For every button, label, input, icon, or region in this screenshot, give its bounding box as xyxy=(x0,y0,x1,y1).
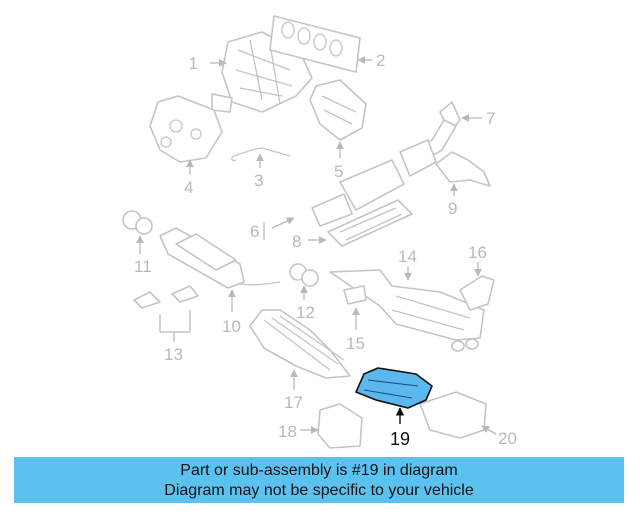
part-12-clamp: 12 xyxy=(289,263,319,322)
callout-16: 16 xyxy=(468,243,487,262)
banner-line-2: Diagram may not be specific to your vehi… xyxy=(164,482,474,499)
callout-5: 5 xyxy=(334,162,343,181)
callout-6: 6 xyxy=(250,222,259,241)
callout-17: 17 xyxy=(284,393,303,412)
part-9-hanger-bracket: 9 xyxy=(435,151,491,218)
part-11-clamp: 11 xyxy=(122,210,153,276)
info-banner: Part or sub-assembly is #19 in diagram D… xyxy=(14,457,624,503)
callout-13: 13 xyxy=(164,345,183,364)
banner-line-1: Part or sub-assembly is #19 in diagram xyxy=(180,462,458,479)
callout-14: 14 xyxy=(398,247,417,266)
part-19-heat-shield-highlighted: 19 xyxy=(355,367,433,449)
part-17-heat-shield: 17 xyxy=(249,309,351,412)
callout-12: 12 xyxy=(296,303,315,322)
callout-7: 7 xyxy=(486,109,495,128)
callout-2: 2 xyxy=(376,51,385,70)
callout-3: 3 xyxy=(254,171,263,190)
part-2-manifold-gasket: 2 xyxy=(269,15,385,73)
part-5-shield: 5 xyxy=(309,79,367,181)
part-4-heat-shield: 4 xyxy=(149,95,223,197)
part-6-converter: 6 xyxy=(250,119,457,241)
callout-19: 19 xyxy=(390,429,410,449)
callout-15: 15 xyxy=(346,334,365,353)
part-18-shield: 18 xyxy=(278,403,363,449)
part-8-heat-shield: 8 xyxy=(292,199,413,251)
part-14-muffler: 14 xyxy=(329,247,485,352)
part-20-shield: 20 xyxy=(419,391,517,448)
callout-9: 9 xyxy=(448,199,457,218)
callout-4: 4 xyxy=(184,178,193,197)
parts-diagram: 1 2 4 3 5 7 xyxy=(122,15,517,449)
part-13-hangers: 13 xyxy=(133,285,199,364)
part-10-resonator-pipe: 10 xyxy=(159,227,281,336)
part-15-hanger: 15 xyxy=(343,285,367,353)
callout-11: 11 xyxy=(134,257,152,276)
callout-20: 20 xyxy=(498,429,517,448)
part-16-bracket: 16 xyxy=(459,243,495,311)
callout-8: 8 xyxy=(292,232,301,251)
callout-1: 1 xyxy=(189,54,198,73)
part-3-pipe: 3 xyxy=(231,147,291,190)
callout-10: 10 xyxy=(222,317,241,336)
callout-18: 18 xyxy=(278,422,297,441)
